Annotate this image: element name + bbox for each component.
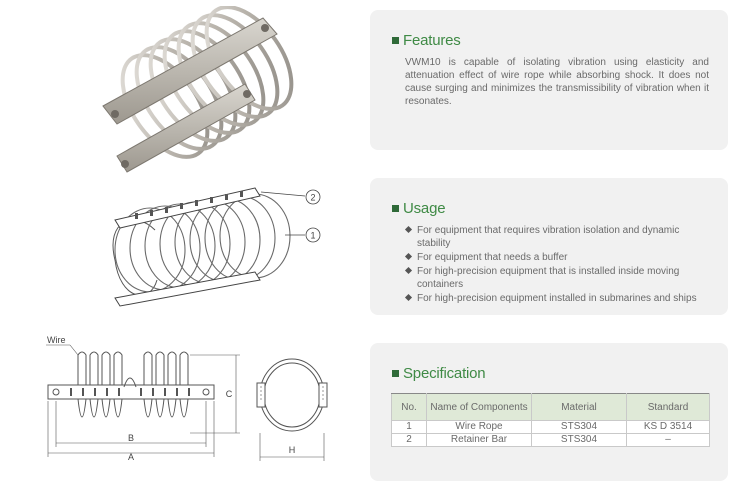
table-cell: STS304 [531,420,627,434]
usage-heading: Usage [392,200,446,217]
dim-a-label: A [128,452,134,462]
table-cell: Retainer Bar [426,433,532,447]
diamond-bullet-icon [404,252,413,261]
table-cell: – [626,433,710,447]
dimension-drawing-side: H [256,358,328,461]
column-header: Name of Components [426,393,532,421]
component-drawing: 2 1 [112,187,321,307]
usage-list: For equipment that requires vibration is… [404,224,711,306]
table-cell: 1 [391,420,427,434]
table-header-row: No. Name of Components Material Standard [391,393,710,421]
features-text: VWM10 is capable of isolating vibration … [405,57,709,107]
column-header: Standard [626,393,710,421]
usage-item-text: For high-precision equipment that is ins… [417,266,680,290]
usage-item-text: For high-precision equipment installed i… [417,293,697,304]
usage-title: Usage [403,200,446,217]
specification-panel: Specification No. Name of Components Mat… [370,343,728,481]
usage-panel: Usage For equipment that requires vibrat… [370,178,728,315]
dim-wire-label: Wire [47,335,66,345]
callout-1-label: 1 [310,231,315,241]
dim-h-label: H [289,445,296,455]
dimension-drawing-front: Wire B A C [46,335,240,462]
specification-table: No. Name of Components Material Standard… [391,393,710,447]
bullet-square-icon [392,370,399,377]
specification-heading: Specification [392,365,486,382]
usage-item-text: For equipment that needs a buffer [417,252,568,263]
list-item: For high-precision equipment installed i… [404,292,711,305]
dim-b-label: B [128,433,134,443]
product-photo [102,6,294,173]
features-title: Features [403,32,461,49]
features-panel: Features VWM10 is capable of isolating v… [370,10,728,150]
column-header: No. [391,393,427,421]
specification-title: Specification [403,365,486,382]
callout-2-label: 2 [310,193,315,203]
bullet-square-icon [392,205,399,212]
list-item: For equipment that needs a buffer [404,251,711,264]
usage-item-text: For equipment that requires vibration is… [417,225,680,249]
dim-c-label: C [226,389,233,399]
bullet-square-icon [392,37,399,44]
features-heading: Features [392,32,461,49]
column-header: Material [531,393,627,421]
table-cell: KS D 3514 [626,420,710,434]
table-cell: Wire Rope [426,420,532,434]
list-item: For high-precision equipment that is ins… [404,265,711,291]
table-cell: STS304 [531,433,627,447]
table-cell: 2 [391,433,427,447]
table-row: 1 Wire Rope STS304 KS D 3514 [391,420,710,434]
diamond-bullet-icon [404,266,413,275]
diamond-bullet-icon [404,293,413,302]
list-item: For equipment that requires vibration is… [404,224,711,250]
diamond-bullet-icon [404,225,413,234]
table-row: 2 Retainer Bar STS304 – [391,433,710,447]
